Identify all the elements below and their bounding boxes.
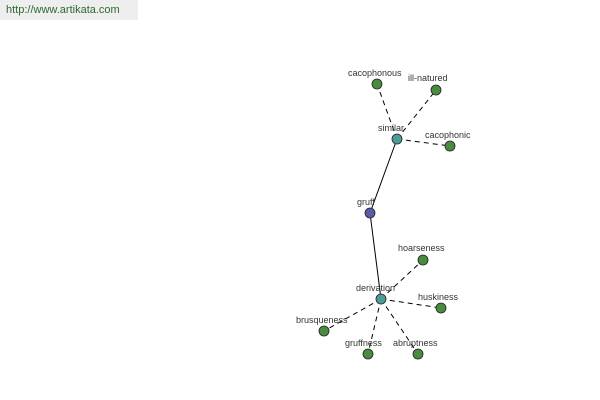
node-gruff[interactable] xyxy=(364,207,376,219)
graph-labels: gruff similar cacophonous ill-natured cacoph… xyxy=(296,68,471,348)
label-cacophonic[interactable]: cacophonic xyxy=(425,130,471,140)
node-cacophonous[interactable] xyxy=(371,78,383,90)
label-gruff[interactable]: gruff xyxy=(357,197,375,207)
label-brusqueness[interactable]: brusqueness xyxy=(296,315,348,325)
graph-edges xyxy=(323,83,451,355)
edge-gruff-derivation xyxy=(369,212,382,300)
label-similar[interactable]: similar xyxy=(378,123,404,133)
edge-derivation-gruffness xyxy=(367,298,382,355)
node-gruffness[interactable] xyxy=(362,348,374,360)
graph-nodes xyxy=(318,78,456,360)
label-cacophonous[interactable]: cacophonous xyxy=(348,68,402,78)
node-similar[interactable] xyxy=(391,133,403,145)
edge-derivation-brusqueness xyxy=(323,298,382,332)
node-ill-natured[interactable] xyxy=(430,84,442,96)
label-derivation[interactable]: derivation xyxy=(356,283,395,293)
node-huskiness[interactable] xyxy=(435,302,447,314)
edge-derivation-abruptness xyxy=(380,298,419,355)
edge-derivation-huskiness xyxy=(380,298,442,309)
label-abruptness[interactable]: abruptness xyxy=(393,338,438,348)
url-banner: http://www.artikata.com xyxy=(0,0,138,20)
edge-similar-cacophonous xyxy=(376,83,398,140)
edge-derivation-hoarseness xyxy=(380,259,424,300)
label-gruffness[interactable]: gruffness xyxy=(345,338,382,348)
label-hoarseness[interactable]: hoarseness xyxy=(398,243,445,253)
node-abruptness[interactable] xyxy=(412,348,424,360)
node-cacophonic[interactable] xyxy=(444,140,456,152)
site-url[interactable]: http://www.artikata.com xyxy=(6,4,120,16)
node-derivation[interactable] xyxy=(375,293,387,305)
node-brusqueness[interactable] xyxy=(318,325,330,337)
node-hoarseness[interactable] xyxy=(417,254,429,266)
label-ill-natured[interactable]: ill-natured xyxy=(408,73,448,83)
edge-similar-ill-natured xyxy=(396,89,437,140)
edge-gruff-similar xyxy=(369,138,398,214)
edge-similar-cacophonic xyxy=(396,138,451,147)
label-huskiness[interactable]: huskiness xyxy=(418,292,459,302)
